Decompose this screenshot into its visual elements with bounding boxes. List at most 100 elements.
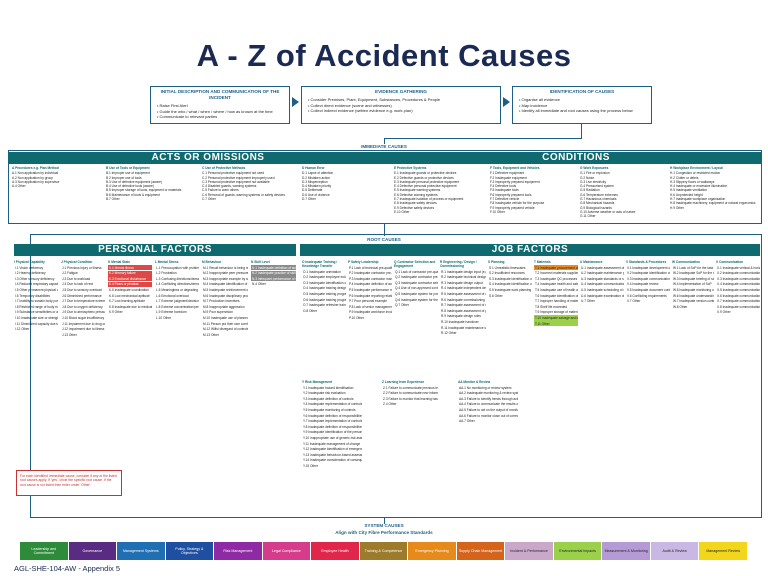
conditions-column: G Work Exposures G.1 Fire or explosion G… bbox=[580, 166, 664, 222]
cause-item: J.4 Due to lack of rest bbox=[62, 282, 93, 287]
conditions-column: H Workplace Environment / Layout H.1 Con… bbox=[670, 166, 760, 222]
legend-cell: Training & Competence bbox=[359, 542, 409, 560]
column-heading: M Behaviour bbox=[202, 260, 222, 264]
acts-column: D Human Error D.1 Lapse of attention D.2… bbox=[302, 166, 382, 222]
cause-item: L.4 Conflicting directions/demands bbox=[156, 282, 199, 287]
job-column: X Communication X.1 Inadequate vertical … bbox=[716, 260, 760, 315]
job-column: R Engineering / Design / Commissioning R… bbox=[440, 260, 486, 336]
cause-item: I.1 Vision deficiency bbox=[15, 265, 44, 270]
column-heading: P Safety Leadership bbox=[348, 260, 379, 264]
cause-item: P.8 Lack of senior management commitment bbox=[349, 304, 392, 309]
cause-item: S.5 Inadequate work planning bbox=[489, 287, 532, 292]
cause-item: F.5 Inadequate tools bbox=[490, 188, 519, 193]
cause-item: X.3 Inadequate communication between sup… bbox=[717, 276, 760, 281]
cause-item: S.2 Insufficient resources bbox=[489, 271, 525, 276]
cause-item: X.2 Inadequate communication between wor… bbox=[717, 271, 760, 276]
cause-item: V.5 Inadequate document control bbox=[627, 287, 670, 292]
acts-column: B Use of Tools or Equipment B.1 Improper… bbox=[106, 166, 196, 222]
identification-heading: IDENTIFICATION OF CAUSES bbox=[549, 89, 615, 94]
cause-item: N.2 Inadequate practice of skill bbox=[251, 270, 296, 276]
cause-item: E.8 Inadequate safety devices bbox=[394, 201, 437, 206]
cause-item: M.2 Inappropriate peer pressure bbox=[203, 271, 248, 276]
cause-item: J.12 Impairment due to illness bbox=[62, 327, 105, 332]
cause-item: M.13 Other bbox=[203, 332, 219, 337]
cause-item: Y.14 Inadequate consideration of consequ… bbox=[303, 458, 362, 463]
job-column: O Inadequate Training / Knowledge Transf… bbox=[302, 260, 346, 314]
lower-job-columns: Y Risk Management Y.1 Inadequate hazard … bbox=[302, 380, 542, 510]
flow-arrow-icon bbox=[503, 97, 510, 107]
cause-item: I.11 Diminished capacity due to medicati… bbox=[15, 321, 58, 326]
cause-item: V.6 Conflicting requirements bbox=[627, 293, 667, 298]
job-columns: O Inadequate Training / Knowledge Transf… bbox=[302, 260, 760, 400]
evidence-gathering-item: Consider Premises, Plant, Equipment, Sub… bbox=[308, 97, 496, 103]
cause-item: U.6 Inadequate examination of work bbox=[581, 293, 624, 298]
cause-item: Y.2 Inadequate risk evaluation bbox=[303, 391, 346, 396]
cause-item: K.7 Low learning aptitude bbox=[109, 299, 145, 304]
cause-item: K.8 Inadequate due to medication bbox=[109, 304, 152, 309]
personal-factors-banner: PERSONAL FACTORS bbox=[14, 244, 296, 256]
cause-item: O.1 Inadequate orientation bbox=[303, 269, 341, 274]
cause-item: X.9 Other bbox=[717, 310, 731, 315]
cause-item: E.5 Inadequate warning systems bbox=[394, 188, 441, 193]
cause-item: G.1 Fire or explosion bbox=[580, 171, 610, 176]
cause-item: I.10 Inadequate size or strength bbox=[15, 315, 58, 320]
cause-item: F.7 Defective vehicle bbox=[490, 197, 520, 202]
cause-item: J.9 Due to atmospheric pressure variatio… bbox=[62, 310, 105, 315]
cause-item: I.9 Substance sensitivities or allergies bbox=[15, 310, 58, 315]
cause-item: O.3 Inadequate identification of trainin… bbox=[303, 280, 346, 285]
cause-item: Y.11 Inadequate management of change bbox=[303, 441, 361, 446]
cause-item: R.8 Inadequate assessment of potential f… bbox=[441, 308, 486, 313]
cause-item: M.8 Inappropriate aggression bbox=[203, 304, 245, 309]
column-heading: O Inadequate Training / Knowledge Transf… bbox=[302, 260, 338, 269]
cause-item: U.1 Inadequate assessment of needs and r… bbox=[581, 265, 624, 270]
cause-item: J.10 Blood sugar insufficiency bbox=[62, 315, 105, 320]
acts-banner: ACTS OR OMISSIONS bbox=[8, 152, 408, 164]
cause-item: E.4 Defective personal protective equipm… bbox=[394, 184, 457, 189]
immediate-causes-frame bbox=[8, 150, 762, 224]
column-heading: S Planning bbox=[488, 260, 505, 264]
cause-item: J.11 Impairment due to drug or alcohol u… bbox=[62, 321, 105, 326]
cause-item: Y.7 Inadequate implementation of control… bbox=[303, 419, 362, 424]
column-heading: G Work Exposures bbox=[580, 166, 609, 170]
job-column: U Maintenance U.1 Inadequate assessment … bbox=[580, 260, 624, 304]
personal-column: N Skill Level N.1 Inadequate definition … bbox=[251, 260, 296, 287]
cause-item: R.12 Other bbox=[441, 331, 457, 336]
cause-item: M.4 Inadequate identification of critica… bbox=[203, 282, 248, 287]
cause-item: F.9 Improperly prepared vehicle bbox=[490, 205, 535, 210]
cause-item: P.10 Other bbox=[349, 315, 365, 320]
cause-item: P.7 Poor personal example bbox=[349, 299, 388, 304]
page-title: A - Z of Accident Causes bbox=[196, 38, 572, 73]
cause-item: C.4 Disabled guards, warning systems bbox=[202, 184, 257, 189]
evidence-gathering-box: EVIDENCE GATHERING Consider Premises, Pl… bbox=[301, 86, 501, 124]
column-heading: Y Risk Management bbox=[302, 380, 333, 384]
legend-cell: Measurement & Monitoring bbox=[602, 542, 651, 560]
cause-item: E.2 Defective guards or protective devic… bbox=[394, 175, 454, 180]
initial-description-item: Communicate to relevant parties bbox=[157, 114, 285, 120]
cause-item: F.2 Inadequate equipment bbox=[490, 175, 527, 180]
column-heading: V Standards & Procedures bbox=[626, 260, 667, 264]
cause-item: L.8 Extreme concentration/perception dem… bbox=[156, 304, 199, 309]
column-heading: X Communication bbox=[716, 260, 744, 264]
cause-item: U.3 Inadequate standards or specificatio… bbox=[581, 276, 624, 281]
cause-item: C.1 Personal protective equipment not us… bbox=[202, 171, 265, 176]
cause-item: T.11 Other bbox=[534, 321, 578, 327]
cause-item: Z.1 Failure to communicate previous lear… bbox=[383, 385, 438, 390]
cause-item: Z.3 Failure to monitor that learning has… bbox=[383, 396, 438, 401]
cause-item: X.7 Inadequate communication of hazards bbox=[717, 299, 760, 304]
cause-item: R.10 Inadequate handover bbox=[441, 320, 479, 325]
evidence-gathering-item: Collect indirect evidence (written evide… bbox=[308, 108, 496, 114]
conditions-columns: E Protective Systems E.1 Inadequate guar… bbox=[394, 166, 760, 222]
cause-item: G.3 Live electricity bbox=[580, 179, 607, 184]
cause-item: O.6 Inadequate training program assessme… bbox=[303, 297, 346, 302]
cause-item: G.2 Noise bbox=[580, 175, 595, 180]
initial-description-heading: INITIAL DESCRIPTION AND COMMUNICATION OF… bbox=[160, 89, 280, 100]
system-causes-label: SYSTEM CAUSES bbox=[364, 523, 404, 528]
cause-item: W.2 Inadequate SoP for the task bbox=[673, 271, 714, 276]
evidence-gathering-item: Collect direct evidence (scene and witne… bbox=[308, 103, 496, 109]
cause-item: M.9 Poor supervision bbox=[203, 310, 233, 315]
cause-item: A.4 Other bbox=[12, 184, 26, 189]
legend-cell: Legal Compliance bbox=[262, 542, 312, 560]
initial-description-item: Guide the who / what / when / where / ho… bbox=[157, 109, 285, 115]
cause-item: H.9 Other bbox=[670, 205, 684, 210]
cause-item: T.3 Inadequate QC processes bbox=[535, 276, 578, 281]
